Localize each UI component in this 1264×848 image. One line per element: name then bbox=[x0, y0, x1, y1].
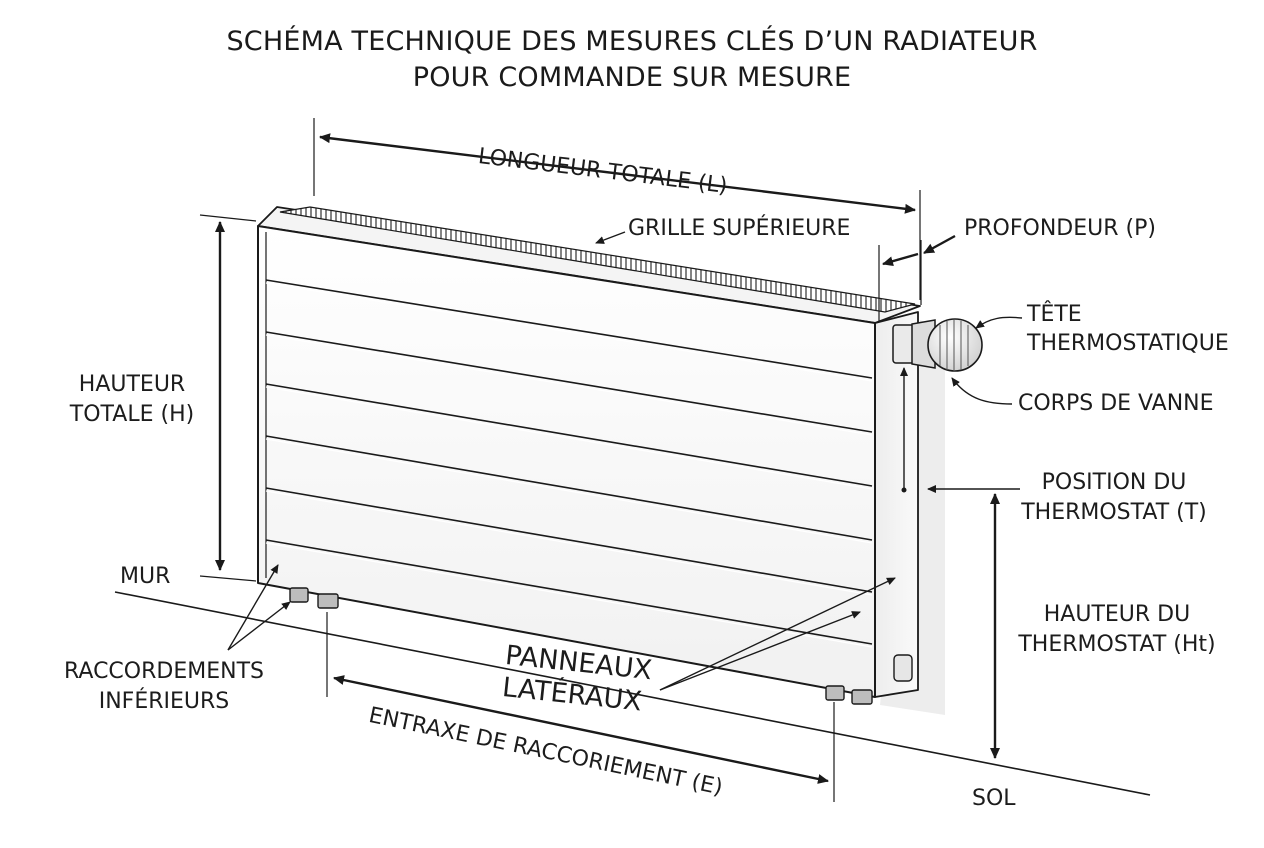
height-label-line-2: TOTALE (H) bbox=[69, 402, 195, 427]
bottom-conn-label-line-2: INFÉRIEURS bbox=[98, 689, 230, 714]
bottom-connection-nuts bbox=[289, 587, 873, 705]
diagram-title-line-2: POUR COMMANDE SUR MESURE bbox=[412, 62, 852, 93]
thermo-head-label-line-2: THERMOSTATIQUE bbox=[1027, 331, 1229, 356]
thermo-head-leader bbox=[975, 316, 1023, 329]
length-dimension-arrow bbox=[319, 133, 916, 214]
front-panel bbox=[257, 225, 876, 698]
depth-arrow-in-right bbox=[923, 234, 956, 255]
floor-label: SOL bbox=[972, 786, 1016, 811]
side-panel bbox=[874, 311, 919, 698]
bottom-conn-leader-1 bbox=[227, 564, 279, 651]
valve-body-label: CORPS DE VANNE bbox=[1018, 391, 1214, 416]
thermo-head-label-line-1: TÊTE bbox=[1027, 302, 1082, 327]
height-label-line-1: HAUTEUR bbox=[78, 372, 186, 397]
valve-body-leader bbox=[951, 377, 1013, 405]
center-distance-arrow bbox=[333, 675, 829, 784]
depth-label: PROFONDEUR (P) bbox=[964, 216, 1156, 241]
panel-grooves bbox=[265, 279, 873, 645]
top-grille bbox=[279, 206, 916, 313]
thermo-position-label-line-1: POSITION DU bbox=[1041, 470, 1187, 495]
thermo-position-dot bbox=[901, 487, 907, 493]
depth-arrow-in-left bbox=[882, 252, 919, 267]
drain-valve bbox=[893, 654, 913, 682]
grille-label: GRILLE SUPÉRIEURE bbox=[628, 216, 851, 241]
side-panels-leader-1 bbox=[659, 577, 896, 691]
bottom-conn-label-line-1: RACCORDEMENTS bbox=[64, 659, 264, 684]
diagram-title-line-1: SCHÉMA TECHNIQUE DES MESURES CLÉS D’UN R… bbox=[226, 26, 1038, 57]
thermo-position-label-line-2: THERMOSTAT (T) bbox=[1021, 500, 1207, 525]
wall-label: MUR bbox=[120, 564, 171, 589]
height-ext-top bbox=[199, 214, 257, 222]
thermo-height-label-line-1: HAUTEUR DU bbox=[1043, 602, 1191, 627]
bottom-conn-leader-2 bbox=[227, 601, 291, 651]
grille-leader bbox=[595, 231, 626, 244]
thermostatic-head bbox=[892, 318, 983, 372]
height-ext-bottom bbox=[199, 575, 257, 582]
thermo-height-label-line-2: THERMOSTAT (Ht) bbox=[1018, 632, 1216, 657]
